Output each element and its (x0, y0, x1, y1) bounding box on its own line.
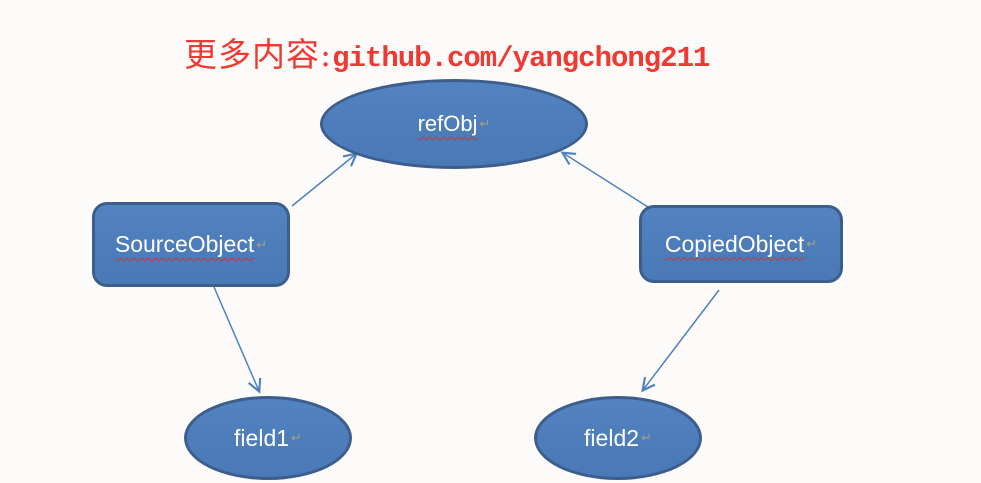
node-field1: field1 ↵ (184, 396, 352, 480)
return-mark-icon: ↵ (806, 236, 818, 251)
node-refobj-label: refObj (417, 111, 478, 136)
return-mark-icon: ↵ (641, 430, 652, 445)
edge-sourceobject-to-field1 (213, 286, 259, 391)
node-field1-label: field1 (234, 424, 290, 451)
node-field2: field2 ↵ (534, 396, 702, 480)
watermark-title: 更多内容:github.com/yangchong211 (184, 28, 710, 76)
node-copiedobject: CopiedObject ↵ (639, 205, 843, 283)
node-sourceobject-label: SourceObject (114, 231, 255, 257)
watermark-url: github.com/yangchong211 (332, 42, 710, 75)
node-field2-label: field2 (584, 424, 640, 451)
node-copiedobject-label: CopiedObject (664, 230, 805, 257)
edge-copiedobject-to-refobj (563, 153, 649, 208)
return-mark-icon: ↵ (479, 116, 491, 131)
edge-sourceobject-to-refobj (291, 154, 356, 207)
edge-copiedobject-to-field2 (643, 289, 720, 390)
return-mark-icon: ↵ (256, 236, 268, 252)
node-refobj: refObj ↵ (320, 79, 588, 169)
node-sourceobject: SourceObject ↵ (92, 202, 290, 287)
watermark-prefix: 更多内容: (184, 35, 333, 74)
return-mark-icon: ↵ (291, 430, 302, 445)
